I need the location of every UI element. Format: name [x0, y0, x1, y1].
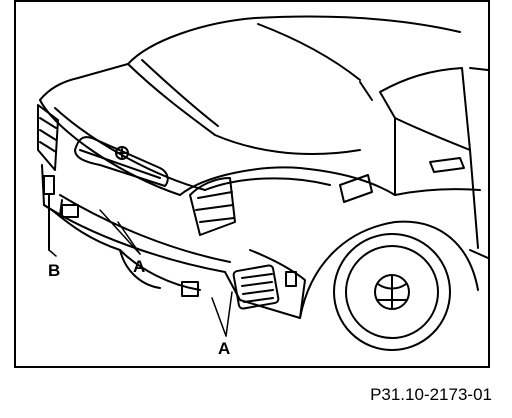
sensor-right — [181, 271, 297, 297]
door-handle — [429, 157, 465, 173]
rear-wheel — [299, 220, 479, 351]
rear-window — [127, 15, 461, 136]
left-tail-light — [37, 104, 59, 171]
illustration-frame — [14, 0, 490, 368]
bracket-b — [43, 175, 55, 251]
vehicle-rear-illustration: A A B — [37, 15, 489, 358]
rear-bumper — [41, 164, 306, 319]
leader-lines — [48, 209, 233, 337]
callout-a-upper: A — [133, 257, 145, 276]
callout-a-lower: A — [218, 339, 230, 358]
bumper-insert — [232, 264, 280, 310]
body-side — [394, 117, 489, 259]
callout-b: B — [48, 261, 60, 280]
fuel-filler-flap — [339, 174, 373, 203]
right-tail-light — [189, 177, 236, 236]
side-window — [359, 67, 489, 151]
trunk-emblem — [115, 146, 129, 160]
figure-reference-code: P31.10-2173-01 — [370, 385, 492, 404]
sensor-left — [61, 204, 79, 218]
trunk-lid — [39, 63, 396, 196]
license-plate-recess — [74, 136, 169, 187]
